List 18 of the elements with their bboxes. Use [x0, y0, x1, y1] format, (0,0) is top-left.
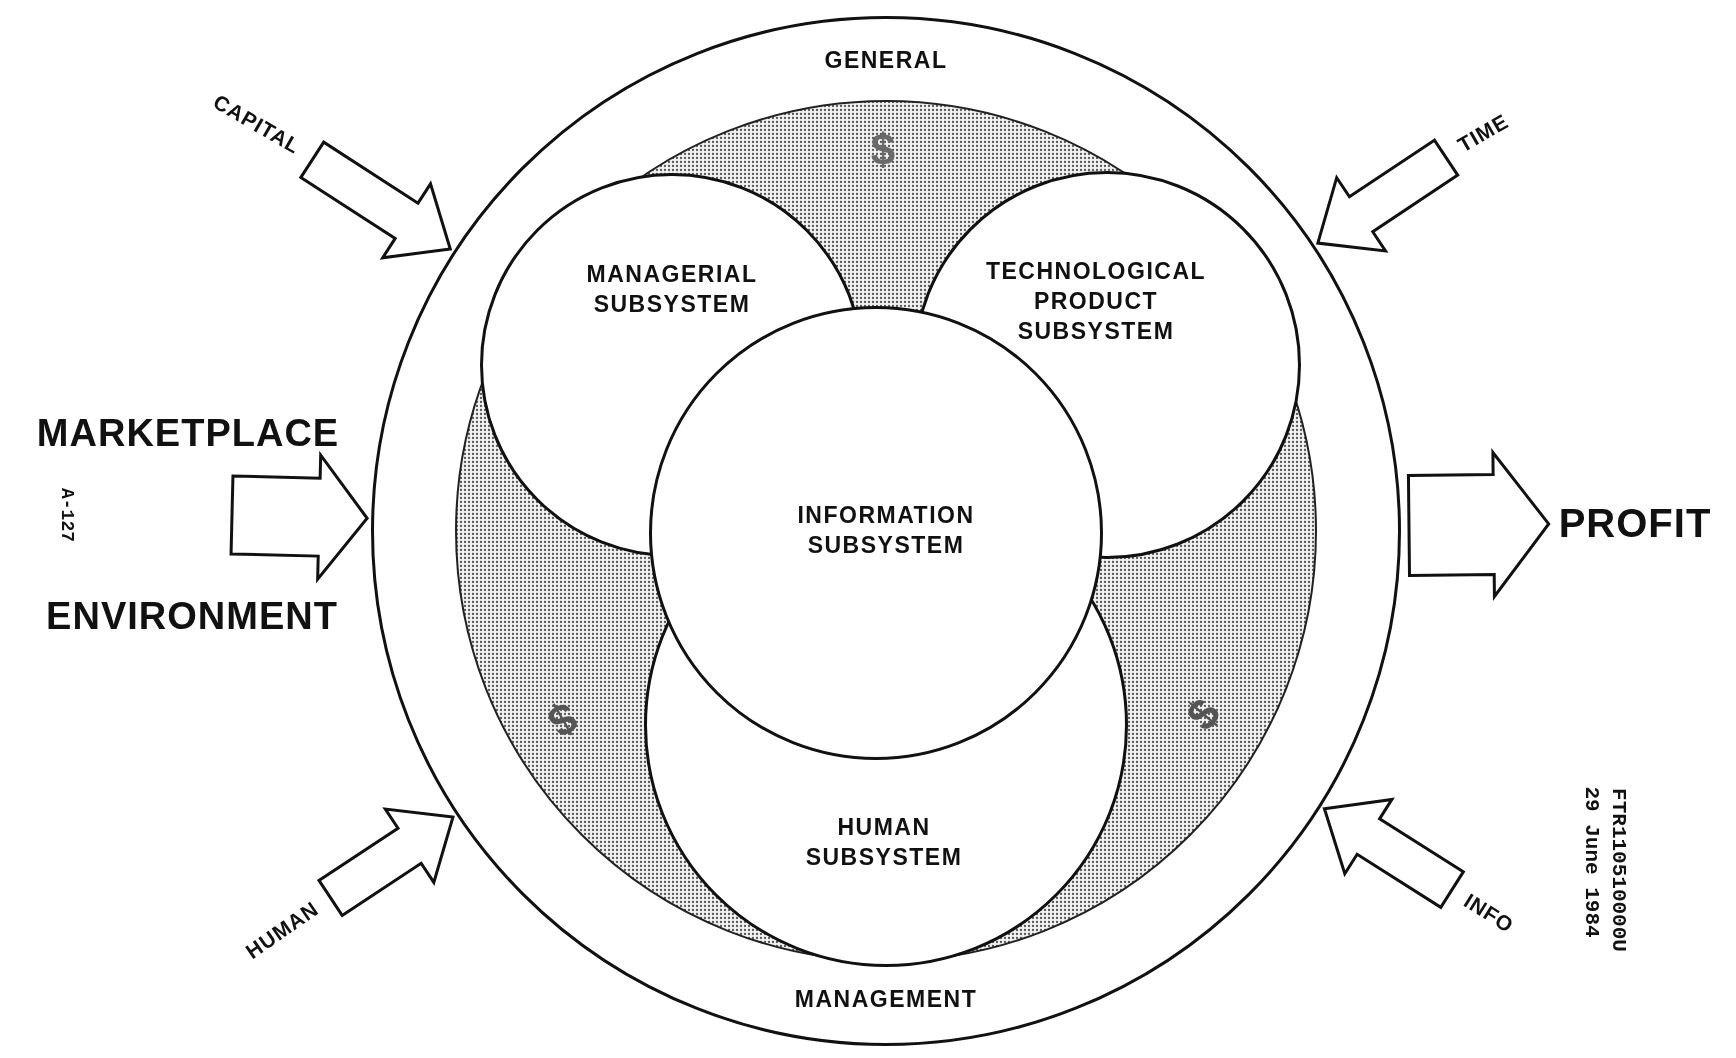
date-note: 29 June 1984	[1578, 786, 1604, 938]
ring-label: MANAGEMENT	[793, 985, 979, 1015]
input-label: MARKETPLACE	[36, 411, 340, 457]
input-label: ENVIRONMENT	[46, 594, 338, 640]
block-arrow	[316, 807, 455, 918]
output-label: PROFIT	[1558, 497, 1712, 549]
document-code: A-127	[55, 488, 78, 542]
subsystem-label: TECHNOLOGICAL PRODUCT SUBSYSTEM	[984, 257, 1208, 346]
block-arrow	[1322, 797, 1466, 910]
block-arrow	[1406, 448, 1551, 601]
block-arrow	[1315, 138, 1460, 253]
subsystem-label: MANAGERIAL SUBSYSTEM	[585, 260, 759, 319]
document-code: FTR110510000U	[1605, 788, 1631, 952]
block-arrow	[229, 450, 370, 584]
subsystem-label: INFORMATION SUBSYSTEM	[796, 501, 976, 560]
subsystem-label: HUMAN SUBSYSTEM	[804, 813, 964, 872]
ring-label: GENERAL	[823, 46, 949, 76]
block-arrow	[298, 140, 453, 260]
